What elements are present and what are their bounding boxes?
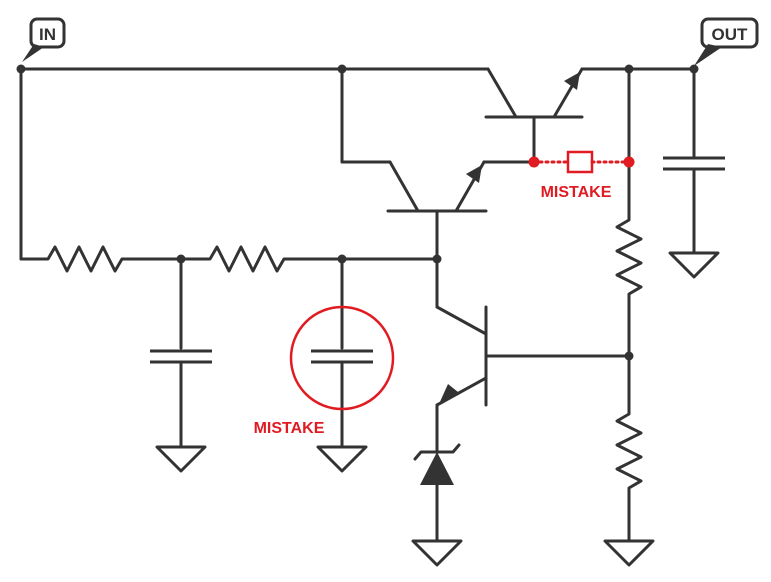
transistor-q2: [386, 160, 536, 309]
ground-symbol: [668, 251, 720, 279]
transistor-q1: [484, 67, 696, 164]
capacitor-c3: [663, 67, 725, 255]
resistor-r3: [615, 67, 643, 358]
input-port-label: IN: [39, 25, 56, 44]
ground-symbol: [155, 445, 207, 473]
input-port: IN: [22, 17, 66, 62]
resistor-r2: [206, 245, 439, 273]
capacitor-c1: [150, 257, 212, 449]
mistake-link: [528, 150, 635, 174]
ground-symbol: [316, 445, 368, 473]
mistake-label-capacitor: MISTAKE: [254, 420, 325, 437]
capacitor-c2: [311, 257, 373, 449]
zener-diode: [413, 403, 461, 543]
mistake-label-link: MISTAKE: [541, 184, 612, 201]
output-port-label: OUT: [712, 25, 749, 44]
output-port: OUT: [694, 17, 759, 66]
transistor-q3: [435, 305, 631, 407]
input-rail: [19, 67, 490, 261]
resistor-r1: [19, 245, 210, 273]
junction-dots: [16, 64, 699, 361]
mistake-circle: [289, 305, 395, 411]
ground-symbol: [603, 539, 655, 567]
resistor-r4: [615, 354, 643, 543]
ground-symbol: [411, 539, 463, 567]
